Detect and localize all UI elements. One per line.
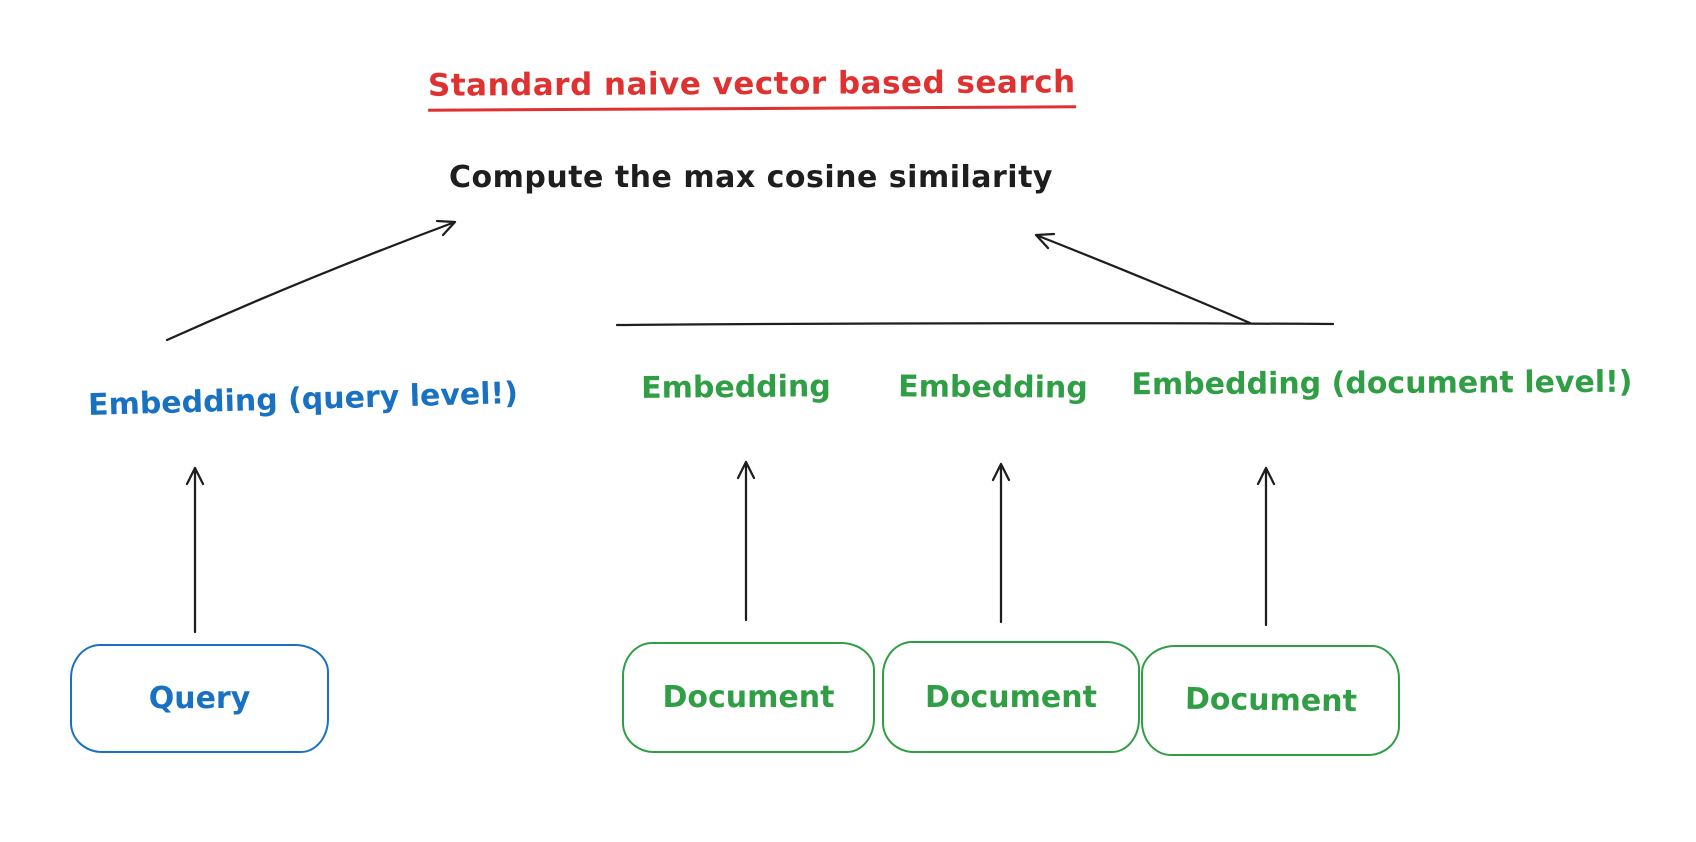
arrow-query-to-embedding [185,466,205,634]
embedding-query-label: Embedding (query level!) [87,376,519,423]
document-box-3-label: Document [1184,681,1357,720]
embedding-doc2-label: Embedding [898,369,1088,406]
document-box-2-label: Document [925,679,1097,715]
compute-similarity-label: Compute the max cosine similarity [448,160,1053,195]
document-box-3: Document [1141,645,1400,756]
arrow-doc2-to-embedding [991,462,1011,624]
document-box-1-label: Document [662,680,835,715]
arrow-query-embedding-to-compute [165,219,457,342]
query-box: Query [70,644,329,753]
arrow-documents-to-compute [1034,232,1252,325]
diagram-title-text: Standard naive vector based search [428,64,1076,112]
embedding-doc3-label: Embedding (document level!) [1131,364,1633,403]
arrow-doc3-to-embedding [1256,466,1276,627]
query-box-label: Query [148,681,251,716]
diagram-title: Standard naive vector based search [407,64,1097,112]
document-box-2: Document [882,641,1140,753]
document-box-1: Document [622,642,875,753]
embedding-doc1-label: Embedding [641,369,831,406]
documents-bracket-line [615,322,1335,327]
arrow-doc1-to-embedding [736,460,756,622]
